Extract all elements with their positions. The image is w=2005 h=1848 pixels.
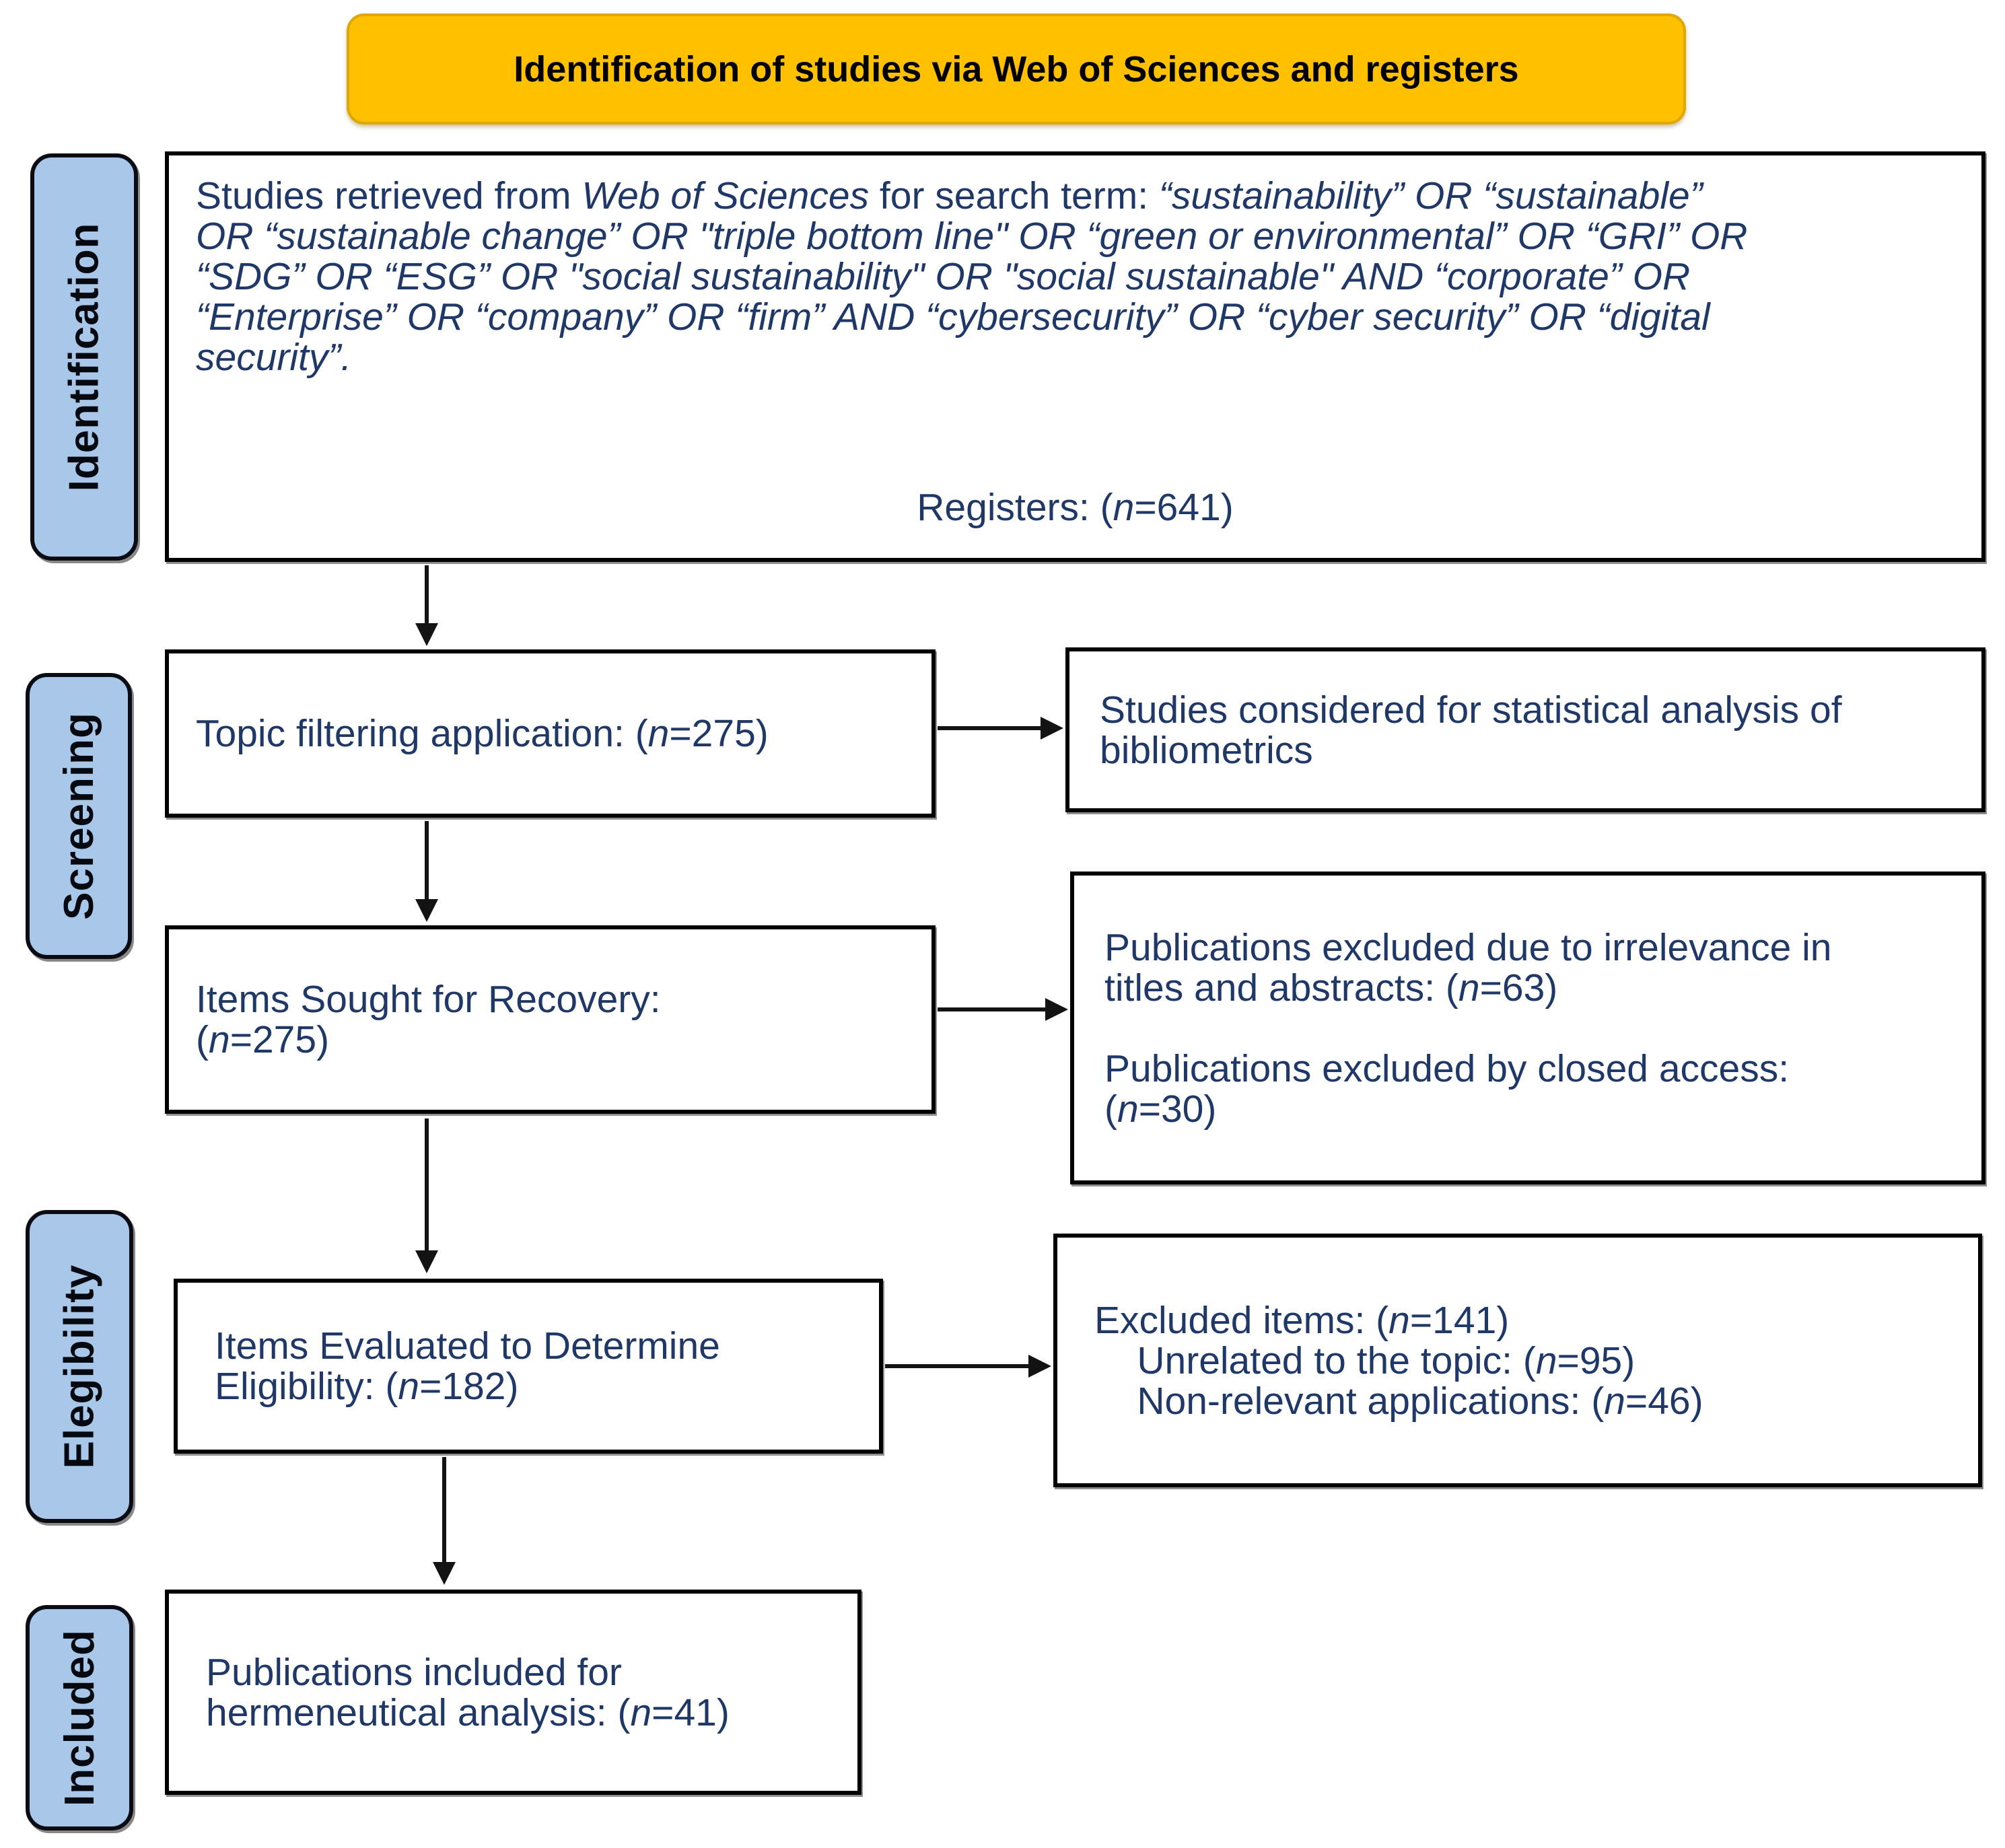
stage-elegibility: Elegibility — [26, 1210, 133, 1523]
excluded-items-text: Excluded items: (n=141) Unrelated to the… — [1094, 1298, 1703, 1423]
publications-included-box: Publications included for hermeneutical … — [165, 1590, 861, 1795]
title-banner: Identification of studies via Web of Sci… — [347, 13, 1686, 125]
search-terms-text: Studies retrieved from Web of Sciences f… — [196, 174, 1748, 379]
items-evaluated-text: Items Evaluated to Determine Eligibility… — [215, 1324, 720, 1408]
arrow-items-evaluated-to-publications-included — [433, 1457, 456, 1585]
title-banner-label: Identification of studies via Web of Sci… — [514, 48, 1519, 90]
topic-filtering-box: Topic filtering application: (n=275) — [165, 649, 936, 818]
publications-included-text: Publications included for hermeneutical … — [206, 1650, 730, 1734]
stage-screening-label: Screening — [55, 712, 102, 920]
publications-excluded-text: Publications excluded due to irrelevance… — [1104, 925, 1832, 1131]
publications-excluded-box: Publications excluded due to irrelevance… — [1070, 872, 1985, 1184]
arrow-items-sought-to-publications-excluded — [938, 998, 1068, 1021]
stage-identification: Identification — [30, 153, 138, 561]
stage-included: Included — [26, 1605, 133, 1831]
topic-filtering-text: Topic filtering application: (n=275) — [196, 712, 769, 755]
arrow-topic-filtering-to-items-sought — [415, 821, 438, 922]
stage-included-label: Included — [56, 1629, 103, 1806]
bibliometrics-text: Studies considered for statistical analy… — [1100, 688, 1842, 772]
arrow-search-to-topic-filtering — [415, 565, 438, 646]
excluded-items-box: Excluded items: (n=141) Unrelated to the… — [1053, 1234, 1982, 1487]
bibliometrics-box: Studies considered for statistical analy… — [1065, 647, 1985, 812]
items-sought-box: Items Sought for Recovery: (n=275) — [165, 925, 936, 1114]
items-sought-text: Items Sought for Recovery: (n=275) — [196, 978, 661, 1061]
items-evaluated-box: Items Evaluated to Determine Eligibility… — [174, 1279, 883, 1454]
registers-count: Registers: (n=641) — [917, 486, 1234, 529]
arrow-topic-filtering-to-bibliometrics — [938, 717, 1063, 740]
arrow-items-sought-to-items-evaluated — [415, 1118, 438, 1273]
stage-screening: Screening — [26, 673, 132, 959]
stage-identification-label: Identification — [61, 222, 108, 492]
stage-elegibility-label: Elegibility — [56, 1264, 103, 1469]
arrow-items-evaluated-to-excluded-items — [885, 1355, 1051, 1378]
search-terms-box: Studies retrieved from Web of Sciences f… — [165, 151, 1985, 562]
